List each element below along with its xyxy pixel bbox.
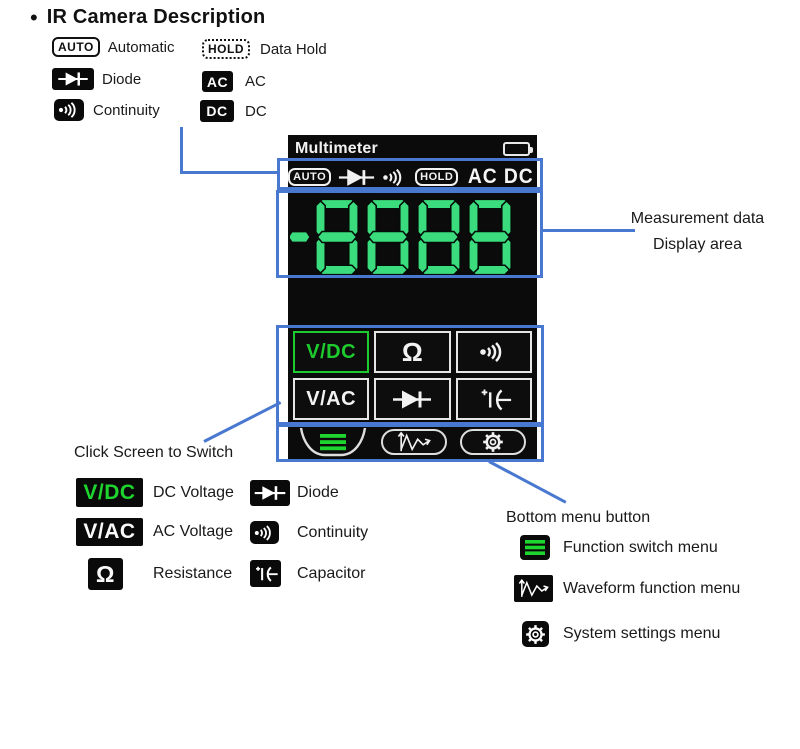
legend-waveform-menu-label: Waveform function menu xyxy=(563,579,741,597)
legend-capacitor-label: Capacitor xyxy=(297,564,366,582)
legend-data-hold: HOLD Data Hold xyxy=(202,39,327,59)
hold-icon: HOLD xyxy=(202,39,250,59)
diode-button[interactable] xyxy=(374,378,451,420)
legend-diode-label: Diode xyxy=(102,70,142,88)
resistance-icon: Ω xyxy=(88,558,123,590)
capacitor-icon xyxy=(250,560,281,587)
legend-settings-menu: System settings menu xyxy=(522,621,720,647)
connector-status-vertical xyxy=(180,127,183,174)
status-continuity-icon xyxy=(382,167,408,188)
bullet-icon: • xyxy=(30,4,38,30)
legend-data-hold-label: Data Hold xyxy=(260,40,327,58)
status-icon-row: AUTO HOLD AC DC xyxy=(288,161,537,193)
legend-continuity: Continuity xyxy=(54,99,160,121)
screen-titlebar: Multimeter xyxy=(288,135,537,160)
legend-capacitor: Capacitor xyxy=(250,560,365,587)
seg-minus xyxy=(290,232,310,242)
status-hold-icon: HOLD xyxy=(415,168,459,186)
hamburger-icon xyxy=(520,535,550,560)
continuity-button[interactable] xyxy=(455,331,532,373)
continuity-icon xyxy=(250,521,279,544)
screen-title: Multimeter xyxy=(295,139,378,157)
gear-icon xyxy=(483,432,503,452)
battery-icon xyxy=(503,141,533,156)
bottom-menu-callout: Bottom menu button xyxy=(506,509,651,526)
ac-icon: AC xyxy=(202,71,233,92)
measurement-callout: Measurement data Display area xyxy=(615,206,780,258)
legend-diode2-label: Diode xyxy=(297,484,339,501)
dc-icon: DC xyxy=(200,100,234,122)
status-acdc-label: AC DC xyxy=(468,165,534,188)
resistance-button[interactable]: Ω xyxy=(374,331,451,373)
legend-vac-label: AC Voltage xyxy=(153,523,234,540)
legend-diode: Diode xyxy=(52,68,141,90)
legend-diode2: Diode xyxy=(250,480,339,506)
legend-settings-menu-label: System settings menu xyxy=(563,625,721,642)
seg-digit xyxy=(417,198,461,276)
legend-dc-label: DC xyxy=(245,102,267,120)
seg-digit xyxy=(468,198,512,276)
legend-vac: V/AC AC Voltage xyxy=(76,518,233,546)
multimeter-screen: Multimeter AUTO HOLD AC DC V/DC Ω V/AC xyxy=(288,135,537,462)
gear-icon xyxy=(522,621,549,647)
legend-resistance-label: Resistance xyxy=(153,565,233,582)
legend-continuity2-label: Continuity xyxy=(297,523,369,541)
diode-icon xyxy=(52,68,94,90)
measurement-callout-line2: Display area xyxy=(653,236,742,253)
continuity-icon xyxy=(54,99,84,121)
seg-digit xyxy=(315,198,359,276)
capacitor-button[interactable] xyxy=(455,378,532,420)
legend-ac: AC AC xyxy=(202,71,266,92)
measurement-display xyxy=(288,193,537,281)
legend-continuity2: Continuity xyxy=(250,521,368,544)
vac-icon: V/AC xyxy=(76,518,143,546)
auto-icon: AUTO xyxy=(52,37,100,57)
legend-vdc: V/DC DC Voltage xyxy=(76,478,234,507)
function-menu-button[interactable] xyxy=(299,428,367,458)
seg-digit xyxy=(366,198,410,276)
legend-vdc-label: DC Voltage xyxy=(153,483,234,501)
click-screen-callout: Click Screen to Switch xyxy=(74,444,234,461)
connector-display xyxy=(541,229,635,232)
diode-icon xyxy=(250,480,290,506)
legend-continuity-label: Continuity xyxy=(93,101,160,119)
vac-button[interactable]: V/AC xyxy=(293,378,370,420)
status-auto-icon: AUTO xyxy=(288,168,332,186)
waveform-icon xyxy=(514,575,553,602)
status-diode-icon xyxy=(338,167,375,188)
vdc-icon: V/DC xyxy=(76,478,143,507)
legend-automatic-label: Automatic xyxy=(107,38,175,56)
function-button-grid: V/DC Ω V/AC xyxy=(293,331,532,420)
legend-function-menu: Function switch menu xyxy=(520,535,718,560)
hamburger-icon xyxy=(320,434,346,451)
legend-waveform-menu: Waveform function menu xyxy=(514,575,740,602)
waveform-menu-button[interactable] xyxy=(380,429,447,455)
waveform-icon xyxy=(397,431,431,452)
legend-function-menu-label: Function switch menu xyxy=(563,538,718,556)
bottom-menu-row xyxy=(293,428,532,458)
vdc-button[interactable]: V/DC xyxy=(293,331,370,373)
legend-ac-label: AC xyxy=(245,73,266,90)
measurement-callout-line1: Measurement data xyxy=(630,210,765,227)
connector-click-screen xyxy=(203,401,282,443)
connector-bottom-menu xyxy=(488,460,567,504)
settings-menu-button[interactable] xyxy=(460,429,526,455)
legend-dc: DC DC xyxy=(200,100,267,122)
legend-automatic: AUTO Automatic xyxy=(52,37,174,57)
connector-status-horizontal xyxy=(180,171,280,174)
page-title: • IR Camera Description xyxy=(30,4,266,30)
legend-resistance: Ω Resistance xyxy=(88,558,232,590)
